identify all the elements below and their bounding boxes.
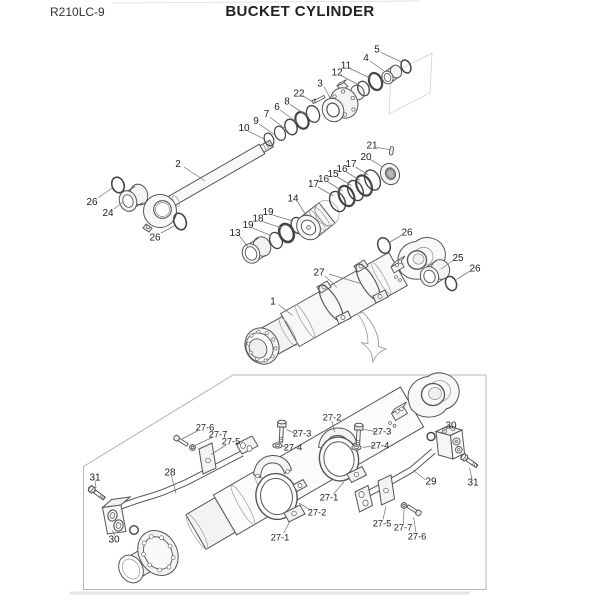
pipe-28 [118,435,259,510]
callout-4: 4 [363,53,369,64]
callout-27-7: 27-7 [394,523,413,533]
callout-26: 26 [401,228,413,239]
callout-27-3: 27-3 [373,427,392,437]
callout-27-7: 27-7 [209,430,228,440]
callout-15: 15 [327,169,339,180]
callout-27-1: 27-1 [320,493,339,503]
callout-27-5: 27-5 [373,519,392,529]
callout-labels: 2 26 24 26 10 9 7 6 8 22 3 12 11 4 5 13 … [86,45,481,546]
callout-31: 31 [467,478,479,489]
callout-17: 17 [308,179,320,190]
callout-12: 12 [331,68,343,79]
callout-27: 27 [313,268,325,279]
callout-25: 25 [452,253,464,264]
tube-assembly-part1 [244,236,458,365]
callout-7: 7 [264,109,270,120]
bolt-22 [311,94,326,105]
clamp-assembly-left [252,454,308,523]
model-code: R210LC-9 [50,5,105,19]
callout-20: 20 [360,152,372,163]
callout-27-6: 27-6 [196,423,215,433]
callout-26: 26 [469,264,481,275]
piston-seal-kit-13-21 [241,146,401,264]
callout-27-2: 27-2 [323,413,342,423]
callout-27-6: 27-6 [408,532,427,542]
pipe-29 [354,448,436,513]
rod-assembly-part2 [110,139,275,233]
manifold-blocks-30 [100,425,466,536]
callout-27-5: 27-5 [222,437,241,447]
callout-16: 16 [336,164,348,175]
callout-30: 30 [445,421,457,432]
callout-9: 9 [253,116,259,127]
callout-17: 17 [345,159,357,170]
callout-31: 31 [89,473,101,484]
callout-19: 19 [262,207,274,218]
callout-26: 26 [149,233,161,244]
rod-seal-rings-6-10 [263,105,321,147]
callout-13: 13 [229,228,241,239]
callout-28: 28 [164,468,176,479]
callout-5: 5 [374,45,380,56]
clamp-assembly-right [317,427,368,484]
leader-lines [94,52,473,536]
callout-27-4: 27-4 [284,443,303,453]
callout-1: 1 [270,297,276,308]
scan-artifacts [70,0,470,595]
callout-24: 24 [102,208,114,219]
callout-19: 19 [242,220,254,231]
callout-3: 3 [317,79,323,90]
head-rings-11-12-bushing-4-oring-5 [357,59,412,97]
callout-18: 18 [252,214,264,225]
callout-22: 22 [293,89,305,100]
callout-14: 14 [287,194,299,205]
callout-27-1: 27-1 [271,533,290,543]
callout-2: 2 [175,159,181,170]
callout-26: 26 [86,197,98,208]
callout-16: 16 [318,174,330,185]
callout-27-4: 27-4 [371,441,390,451]
callout-8: 8 [284,97,290,108]
callout-10: 10 [238,123,250,134]
cylinder-head-part3 [321,79,365,123]
brackets-27-5 [198,442,396,506]
callout-11: 11 [341,61,352,72]
page-title: BUCKET CYLINDER [225,3,375,20]
callout-21: 21 [366,141,378,152]
callout-27-2: 27-2 [308,508,327,518]
callout-29: 29 [425,477,437,488]
callout-6: 6 [274,102,280,113]
callout-27-3: 27-3 [293,429,312,439]
transfer-arrow [356,311,388,363]
callout-30: 30 [108,535,120,546]
